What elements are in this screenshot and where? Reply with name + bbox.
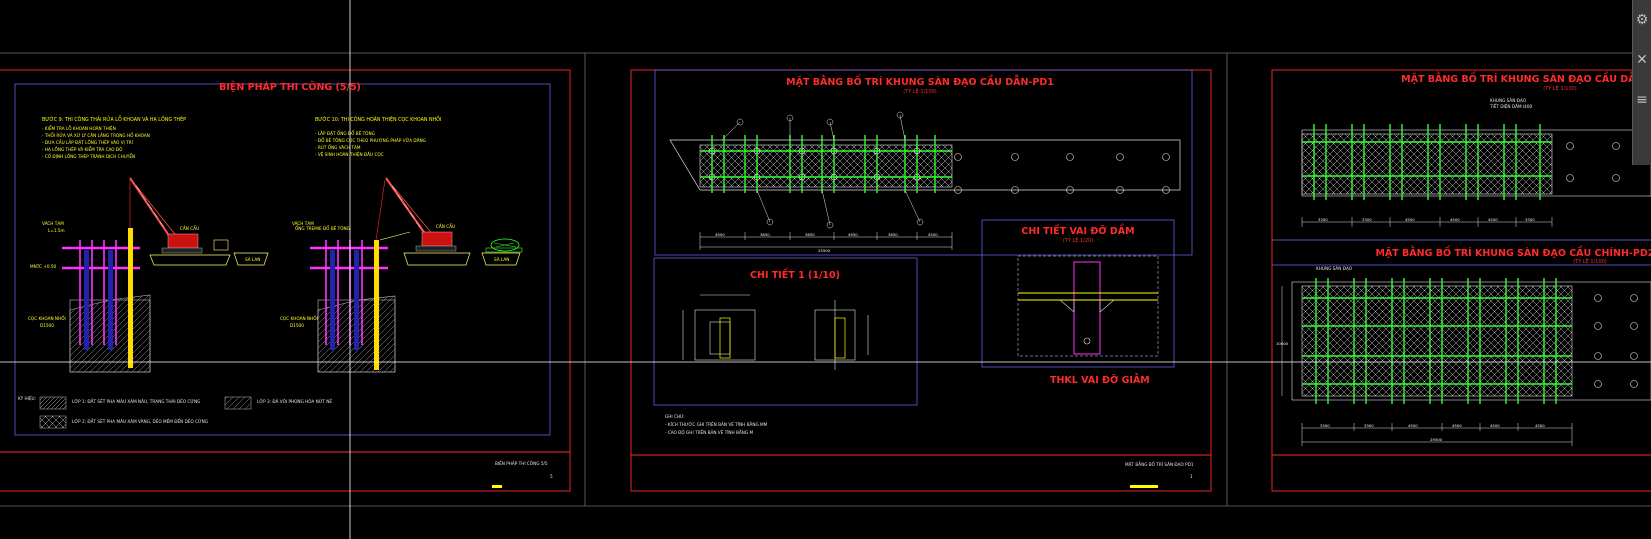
detail-1: CHI TIẾT 1 (1/10): [653, 257, 918, 406]
step1-notes: - KIỂM TRA LỖ KHOAN HOÀN THIỆN - THỔI RỬ…: [42, 126, 150, 159]
legend-item-2: LỚP 2: ĐẤT SÉT PHA MÀU XÁM VÀNG, DẺO MỀM…: [72, 418, 208, 424]
dim-value: 4500: [1405, 217, 1415, 222]
pipe-label: ỐNG TREMIE ĐỔ BÊ TÔNG: [295, 226, 350, 231]
dim-value: 4500: [928, 232, 938, 237]
legend-title: KÝ HIỆU:: [18, 396, 36, 401]
step2-note: - VỆ SINH HOÀN THIỆN ĐẦU CỌC: [315, 152, 384, 157]
dim-value: 4500: [1490, 423, 1500, 428]
plan-pd2-scale: (TỶ LỆ 1/100): [1543, 84, 1577, 92]
casing-label: VÁCH TẠM: [42, 221, 64, 226]
sheet1-title: BIỆN PHÁP THI CÔNG (5/5): [219, 81, 361, 93]
sheet2-page-number: 1: [1190, 474, 1193, 479]
dim-value: 3300: [1525, 217, 1535, 222]
platform-plan-pd1: 4950 3850 3650 4950 3650 4500 25500: [669, 111, 1181, 253]
legend: KÝ HIỆU: LỚP 1: ĐẤT SÉT PHA MÀU XÁM NÂU,…: [18, 396, 332, 429]
plan-pd21-scale: (TỶ LỆ 1/100): [1573, 257, 1607, 265]
dim-value: 4500: [1488, 217, 1498, 222]
pile-label: CỌC KHOAN NHỒI: [28, 316, 66, 321]
step2-title: BƯỚC 10: THI CÔNG HOÀN THIỆN CỌC KHOAN N…: [315, 114, 441, 123]
water-level-label: MNTC +0.50: [30, 264, 56, 269]
collapse-icon[interactable]: ≡: [1636, 92, 1648, 108]
detail-beam-support: CHI TIẾT VAI ĐỠ DẦM (TỶ LỆ 1/20): [981, 219, 1175, 368]
detail2-title: CHI TIẾT VAI ĐỠ DẦM: [1021, 224, 1134, 237]
crane-label: CẦN CẨU: [180, 226, 199, 231]
barge-label: SÀ LAN: [245, 257, 260, 262]
dim-value: 4950: [848, 232, 858, 237]
platform-plan-pd2: 3300 3300 4500 4500 4500 3300 KHUNG SÀN …: [1301, 98, 1651, 227]
plan-pd21-title: MẶT BẰNG BỐ TRÍ KHUNG SÀN ĐẠO CẦU CHÍNH-…: [1375, 246, 1651, 259]
step1-note: - ĐƯA CẨU LẮP ĐẶT LỒNG THÉP VÀO VỊ TRÍ: [42, 140, 134, 145]
notes-title: GHI CHÚ:: [665, 414, 685, 419]
platform-plan-pd21: 3300 3300 4500 4500 4500 4500 29500 1000…: [1276, 266, 1651, 446]
casing-label-2: VÁCH TẠM: [292, 221, 314, 226]
sheet-2-platform-plan-pd1: MẶT BẰNG BỐ TRÍ KHUNG SÀN ĐẠO CẦU DẪN-PD…: [630, 69, 1212, 492]
step1-title: BƯỚC 9: THI CÔNG THẢI RỬA LỖ KHOAN VÀ HẠ…: [42, 114, 186, 123]
dim-value: 4500: [1408, 423, 1418, 428]
step2-note: - ĐỔ BÊ TÔNG CỌC THEO PHƯƠNG PHÁP VỮA DÂ…: [315, 138, 426, 143]
dim-value: 4500: [1450, 217, 1460, 222]
close-icon[interactable]: ✕: [1636, 52, 1648, 68]
paper-space-boundaries: [0, 52, 1651, 507]
beam-label: TIẾT DIỆN DẦM I400: [1489, 103, 1532, 109]
dim-value: 4500: [1535, 423, 1545, 428]
note-line: - KÍCH THƯỚC GHI TRÊN BẢN VẼ TÍNH BẰNG M…: [665, 422, 768, 427]
step2-note: - RÚT ỐNG VÁCH TẠM: [315, 145, 361, 150]
step2-notes: - LẮP ĐẶT ỐNG ĐỔ BÊ TÔNG - ĐỔ BÊ TÔNG CỌ…: [315, 131, 426, 157]
plan-pd1-title: MẶT BẰNG BỐ TRÍ KHUNG SÀN ĐẠO CẦU DẪN-PD…: [786, 75, 1054, 88]
pile-size-label-2: D1500: [290, 323, 304, 328]
callout-bubbles: [721, 111, 924, 229]
note-line: - CAO ĐỘ GHI TRÊN BẢN VẼ TÍNH BẰNG M: [665, 430, 753, 435]
frame-label: KHUNG SÀN ĐẠO: [1490, 98, 1527, 103]
dim-value: 3650: [888, 232, 898, 237]
bottom-red-title: THKL VAI ĐỠ GIẰM: [1050, 373, 1150, 386]
step1-note: - HẠ LỒNG THÉP VÀ KIỂM TRA CAO ĐỘ: [42, 147, 123, 152]
pile-label-2: CỌC KHOAN NHỒI: [280, 316, 318, 321]
settings-icon[interactable]: ⚙: [1635, 12, 1649, 28]
sheet-3-platform-plans: MẶT BẰNG BỐ TRÍ KHUNG SÀN ĐẠO CẦU DẪN-PD…: [1271, 69, 1651, 492]
dim-value: 4500: [1452, 423, 1462, 428]
dim-value: 3300: [1364, 423, 1374, 428]
plan-pd1-scale: (TỶ LỆ 1/100): [903, 87, 937, 95]
dim-value: 3850: [760, 232, 770, 237]
step1-note: - CỐ ĐỊNH LỒNG THÉP TRÁNH DỊCH CHUYỂN: [42, 154, 135, 159]
sheet-1-construction-method: BIỆN PHÁP THI CÔNG (5/5) BƯỚC 9: THI CÔN…: [0, 69, 571, 492]
plan-pd2-title: MẶT BẰNG BỐ TRÍ KHUNG SÀN ĐẠO CẦU DẪN-PD…: [1401, 72, 1651, 85]
sheet1-title-block: BIỆN PHÁP THI CÔNG 5/5: [495, 461, 548, 466]
dim-total: 25500: [818, 248, 831, 253]
detail2-scale: (TỶ LỆ 1/20): [1063, 236, 1093, 244]
step1-note: - THỔI RỬA VÀ XỬ LÝ CẶN LẮNG TRONG HỐ KH…: [42, 133, 150, 138]
casing-size-label: L=1.5m: [48, 228, 65, 233]
dim-value: 3300: [1318, 217, 1328, 222]
dim-value: 4950: [715, 232, 725, 237]
concrete-mixer-icon: [485, 238, 523, 253]
detail1-title: CHI TIẾT 1 (1/10): [750, 268, 840, 281]
step2-note: - LẮP ĐẶT ỐNG ĐỔ BÊ TÔNG: [315, 131, 375, 136]
dim-value: 3650: [805, 232, 815, 237]
dim-value: 3300: [1362, 217, 1372, 222]
side-dim: 10000: [1276, 341, 1289, 346]
dim-value: 3300: [1320, 423, 1330, 428]
legend-item-1: LỚP 1: ĐẤT SÉT PHA MÀU XÁM NÂU, TRẠNG TH…: [72, 399, 200, 404]
diagram-step-9: CẦN CẨU SÀ LAN VÁCH TẠM L=1.5m MNTC +0.5…: [28, 177, 269, 373]
diagram-step-10: ỐNG TREMIE ĐỔ BÊ TÔNG VÁCH TẠM SÀ LAN CẦ…: [280, 177, 523, 373]
legend-item-3: LỚP 3: ĐÁ VÔI PHONG HÓA NỨT NẺ: [257, 399, 332, 404]
viewport-side-panel: ⚙ ✕ ≡: [1632, 0, 1651, 165]
step1-note: - KIỂM TRA LỖ KHOAN HOÀN THIỆN: [42, 126, 116, 131]
sheet2-title-block: MẶT BẰNG BỐ TRÍ SÀN ĐẠO PD1: [1125, 462, 1194, 467]
dim-total: 29500: [1430, 437, 1443, 442]
sheet1-page-number: 5: [550, 474, 553, 479]
pile-size-label: D1500: [40, 323, 54, 328]
crane-label-2: CẦN CẨU: [436, 224, 455, 229]
barge-label-2: SÀ LAN: [494, 257, 509, 262]
frame-label-2: KHUNG SÀN ĐẠO: [1316, 266, 1353, 271]
